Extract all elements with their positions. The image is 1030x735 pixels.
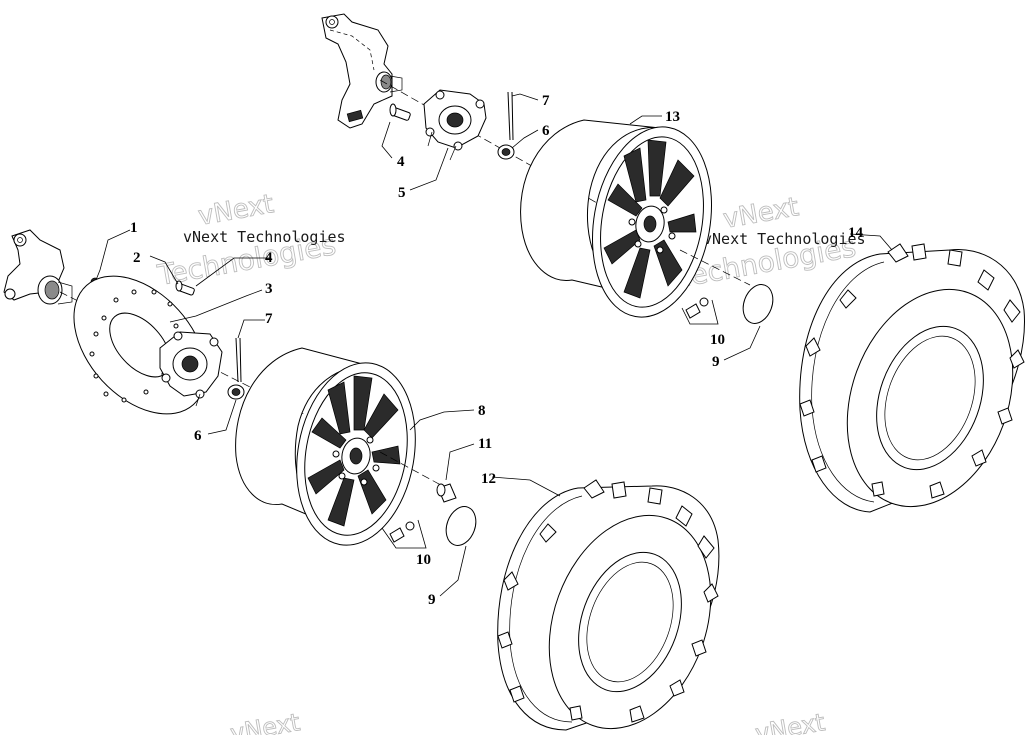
valve-stem-right [685, 297, 709, 319]
watermark-left-outline-1: vNext [196, 189, 276, 232]
callout-4-top: 4 [397, 154, 405, 170]
lug-nut [436, 483, 457, 503]
leader-lines [95, 93, 893, 597]
watermark-bottom-left: vNext [228, 708, 302, 735]
callout-8: 8 [478, 403, 486, 419]
callout-5: 5 [398, 185, 406, 201]
callout-labels: 1 2 4 3 7 6 8 11 12 10 9 4 5 7 6 13 14 1… [130, 93, 864, 608]
watermark-right-plain: vNext Technologies [703, 230, 866, 248]
rim-left [235, 347, 416, 546]
callout-9-right: 9 [712, 354, 720, 370]
wheel-hub-left [159, 331, 223, 407]
watermark-left: vNext Technologies vNext Technologies [154, 189, 346, 293]
callout-13: 13 [665, 109, 680, 125]
tire-right [799, 243, 1025, 513]
callout-4-left: 4 [265, 250, 273, 266]
steering-knuckle-left [3, 229, 73, 305]
wheel-stud-top [389, 103, 411, 121]
callout-11: 11 [478, 436, 492, 452]
callout-3: 3 [265, 281, 273, 297]
center-cap-right [742, 284, 774, 324]
callout-10-right: 10 [710, 332, 725, 348]
callout-14: 14 [848, 225, 864, 241]
callout-7-left: 7 [265, 311, 273, 327]
tire-left [497, 479, 720, 731]
callout-6-top: 6 [542, 123, 550, 139]
valve-stem-left [389, 521, 415, 543]
castle-nut-top [497, 144, 515, 160]
watermark-right-outline-1: vNext [721, 192, 801, 235]
callout-9-left: 9 [428, 592, 436, 608]
castle-nut-left [227, 384, 245, 400]
callout-12: 12 [481, 471, 496, 487]
center-cap-left [445, 506, 477, 546]
callout-1: 1 [130, 220, 138, 236]
callout-6-left: 6 [194, 428, 202, 444]
cotter-pin-top [507, 91, 514, 141]
callout-10-left: 10 [416, 552, 431, 568]
watermark-bottom-right: vNext [753, 708, 827, 735]
cotter-pin-left [235, 337, 242, 383]
wheel-hub-top [423, 89, 487, 161]
callout-2: 2 [133, 250, 141, 266]
watermark-left-plain: vNext Technologies [183, 228, 346, 246]
rim-right [520, 119, 713, 318]
callout-7-top: 7 [542, 93, 550, 109]
steering-knuckle-top [321, 13, 403, 129]
